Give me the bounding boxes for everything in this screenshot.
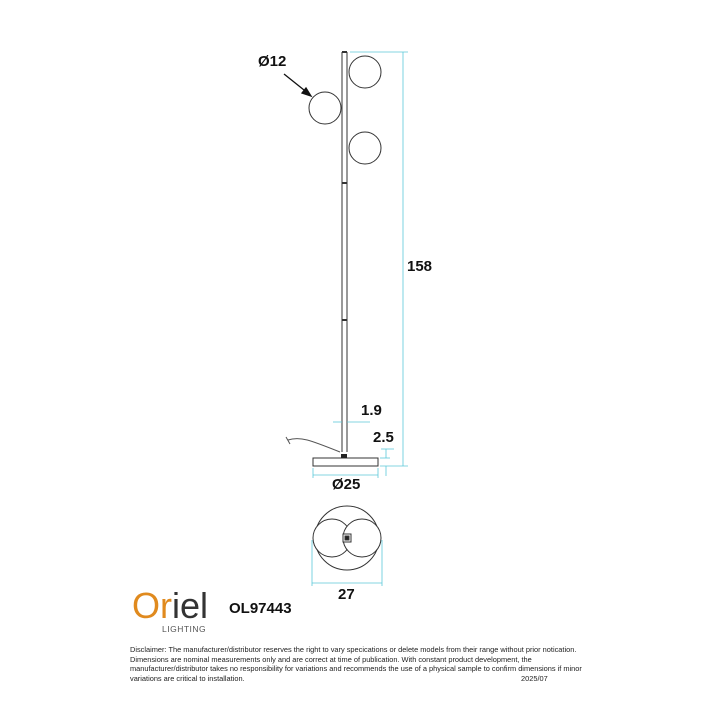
dimension-lines — [311, 51, 408, 586]
disclaimer-line-4: variations are critical to installation. — [130, 673, 245, 683]
disclaimer-line-3: manufacturer/distributor takes no respon… — [130, 664, 582, 674]
base-height-label: 2.5 — [373, 429, 394, 446]
disclaimer-line-2: Dimensions are nominal measurements only… — [130, 654, 532, 664]
power-cable — [287, 438, 341, 453]
height-label: 158 — [407, 258, 433, 275]
pole-diameter-label: 1.9 — [361, 402, 382, 419]
brand-sub: LIGHTING — [162, 624, 207, 634]
disclaimer: Disclaimer: The manufacturer/distributor… — [130, 645, 610, 683]
brand-logo: Oriel LIGHTING — [130, 585, 220, 637]
revision-date: 2025/07 — [521, 673, 548, 683]
disclaimer-line-1: Disclaimer: The manufacturer/distributor… — [130, 645, 577, 654]
lamp-pole — [341, 51, 348, 452]
globe-diameter-label: Ø12 — [258, 53, 287, 70]
brand-name-part1: Or — [132, 585, 172, 626]
lamp-base — [312, 457, 379, 467]
globe-leader-arrow — [283, 73, 313, 98]
globe-shades — [308, 55, 382, 165]
top-width-label: 27 — [338, 586, 355, 603]
model-code: OL97443 — [229, 600, 292, 617]
brand-name-part2: iel — [172, 585, 209, 626]
base-diameter-label: Ø25 — [332, 476, 361, 493]
top-view — [312, 505, 382, 571]
